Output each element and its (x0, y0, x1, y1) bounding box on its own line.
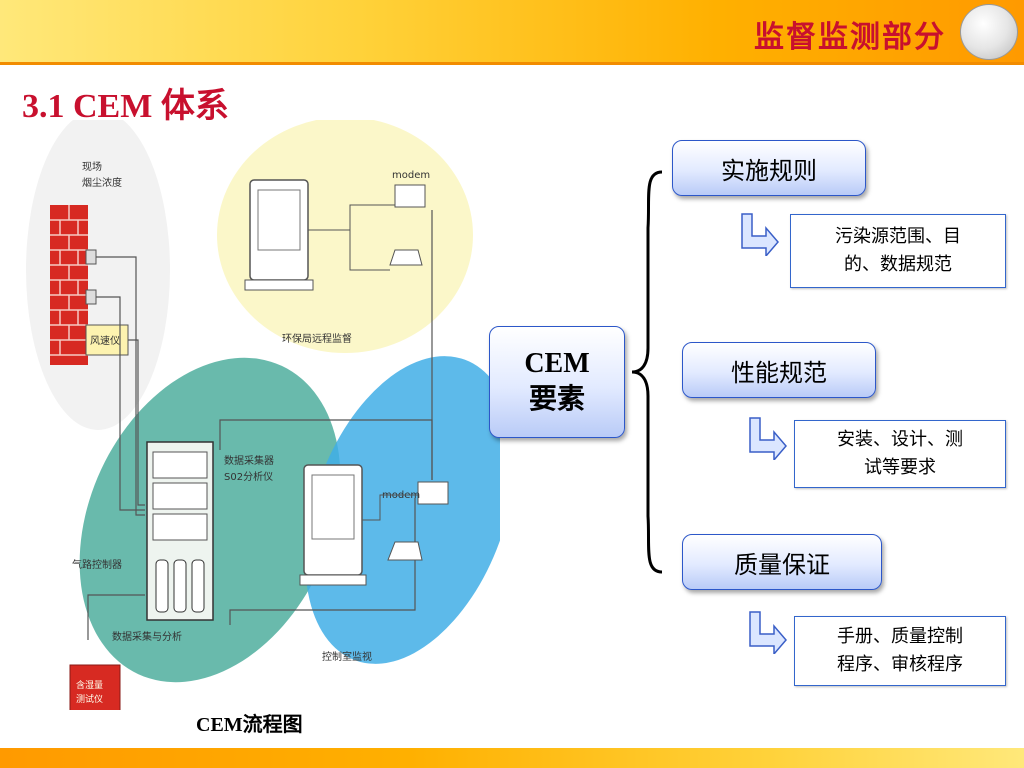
section-label: 监督监测部分 (754, 20, 946, 55)
diagram-caption: CEM流程图 (196, 714, 303, 736)
label-moisture-tester: 含湿量 (76, 679, 103, 691)
chimney-bricks (50, 205, 88, 356)
footer-bar (0, 748, 1024, 768)
element-box-quality: 质量保证 (682, 534, 882, 590)
page-title: 3.1 CEM 体系 (22, 88, 229, 125)
cem-line2: 要素 (528, 384, 585, 415)
label-modem-top: modem (392, 170, 430, 181)
label-anemometer: 风速仪 (90, 335, 120, 347)
detail-box-performance: 安装、设计、测 试等要求 (794, 420, 1006, 488)
label-data-collector: 数据采集器 (224, 454, 274, 467)
epa-circle (217, 120, 473, 353)
chimney (50, 205, 88, 365)
cem-line1: CEM (524, 348, 590, 379)
detail-box-quality: 手册、质量控制 程序、审核程序 (794, 616, 1006, 686)
element-box-performance: 性能规范 (682, 342, 876, 398)
moisture-tester (69, 664, 121, 710)
header-divider (0, 62, 1024, 65)
label-field-dust: 烟尘浓度 (82, 176, 122, 189)
arrow-right-icon (741, 213, 779, 256)
cem-elements-box: CEM 要素 (489, 326, 625, 438)
cem-flow-diagram: 现场 烟尘浓度 风速仪 modem 环保局远程监督 数据采集器 S02分析仪 气… (26, 120, 500, 710)
modem-bottom-box (417, 481, 449, 505)
modem-top-box (394, 184, 426, 208)
epa-keyboard (389, 249, 423, 266)
label-so2-analyzer: S02分析仪 (224, 470, 273, 483)
label-epa-remote: 环保局远程监督 (282, 332, 352, 345)
label-moisture-tester-2: 测试仪 (76, 693, 103, 705)
label-gas-controller: 气路控制器 (72, 558, 122, 571)
arrow-right-icon (749, 611, 787, 654)
label-control-room: 控制室监视 (322, 650, 372, 663)
control-keyboard (387, 541, 423, 561)
arrow-right-icon (749, 417, 787, 460)
element-box-implementation: 实施规则 (672, 140, 866, 196)
header-bar (0, 0, 1024, 62)
label-field: 现场 (82, 160, 102, 173)
control-circle (305, 356, 500, 664)
label-data-analysis: 数据采集与分析 (112, 630, 182, 643)
gas-cylinders (155, 559, 205, 613)
logo-icon (960, 4, 1018, 60)
detail-box-implementation: 污染源范围、目 的、数据规范 (790, 214, 1006, 288)
anemometer-box (85, 324, 129, 356)
brace-icon (631, 170, 663, 574)
